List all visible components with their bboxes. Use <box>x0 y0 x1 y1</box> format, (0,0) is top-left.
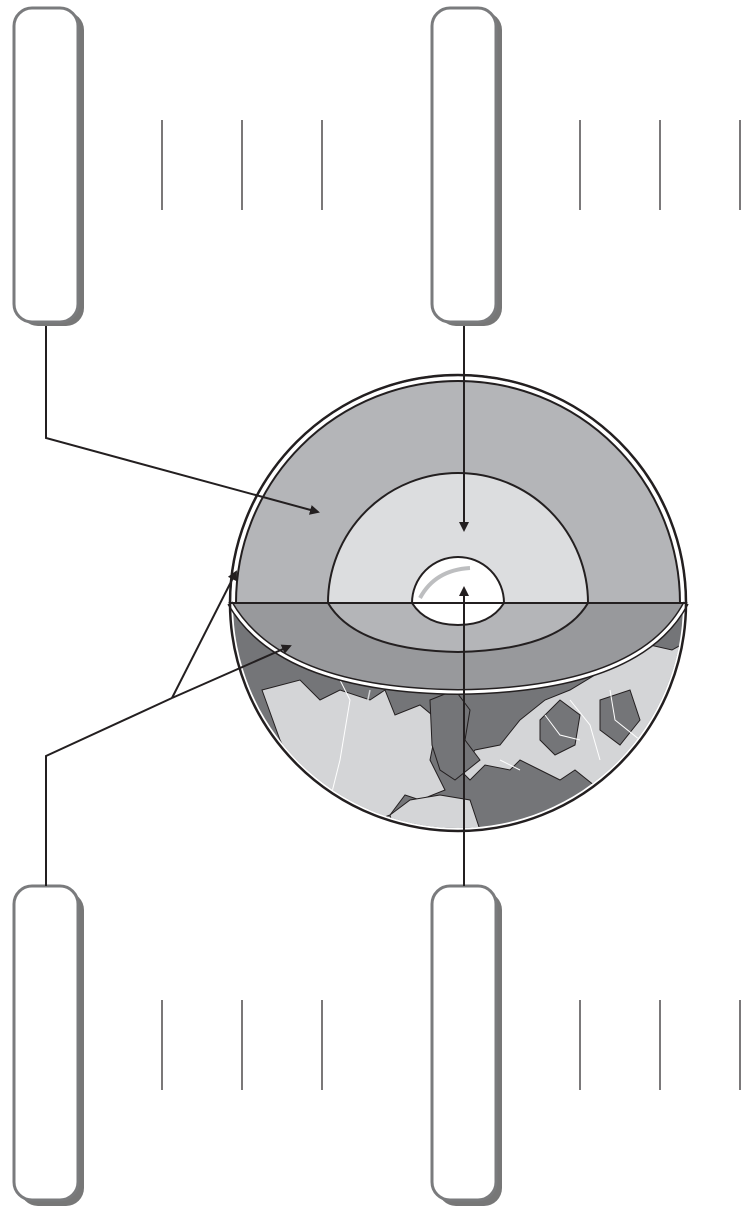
label-box-top-left[interactable] <box>14 8 84 326</box>
writing-lines-bottom-left <box>162 1000 322 1090</box>
label-box-bottom-right[interactable] <box>432 886 502 1206</box>
label-box-bottom-left[interactable] <box>14 886 84 1206</box>
writing-lines-bottom-right <box>580 1000 740 1090</box>
arrow-to-crust-top <box>172 572 236 698</box>
earth-globe <box>230 375 690 840</box>
writing-lines-top-left <box>162 120 322 210</box>
writing-lines-top-right <box>580 120 740 210</box>
label-box-top-right[interactable] <box>432 8 502 326</box>
arrow-to-crust-branch <box>46 698 172 886</box>
